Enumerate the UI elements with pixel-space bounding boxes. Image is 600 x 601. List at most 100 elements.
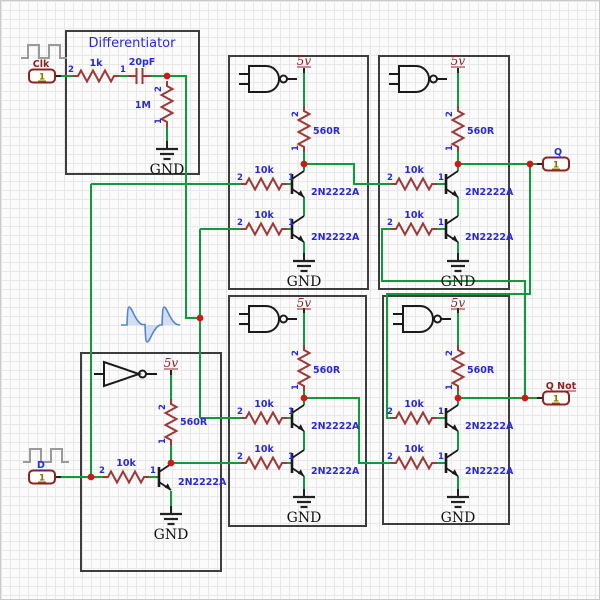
br-gnd-symbol[interactable] <box>445 487 471 509</box>
tm-rb1-value: 10k <box>254 165 274 176</box>
bm-gnd-label: GND <box>287 510 322 526</box>
bm-gnd-symbol[interactable] <box>291 487 317 509</box>
br-rb2-pin2: 2 <box>387 452 393 462</box>
q-not-port-pin: 1 <box>553 395 559 405</box>
inv-rc-value: 560R <box>180 417 208 428</box>
junction-dot <box>167 459 175 467</box>
tr-q2-label: 2N2222A <box>465 232 514 243</box>
br-resistor-10k-1[interactable] <box>390 411 438 425</box>
inv-supply-label: 5v <box>164 356 179 370</box>
differentiated-pulse-sketch <box>121 306 181 343</box>
br-supply-label: 5v <box>451 296 466 310</box>
bm-rb1-value: 10k <box>254 399 274 410</box>
bm-resistor-10k-1[interactable] <box>240 411 288 425</box>
tr-resistor-10k-1[interactable] <box>390 177 438 191</box>
wire-q-feedback[interactable] <box>386 164 531 419</box>
d-port-label: D <box>37 460 45 471</box>
inv-rc-pin2: 2 <box>158 404 168 410</box>
nand-gate-icon <box>238 65 298 93</box>
tm-q2-label: 2N2222A <box>311 232 360 243</box>
inv-transistor-2N2222A[interactable] <box>157 462 173 492</box>
tr-supply-label: 5v <box>451 54 466 68</box>
tr-transistor-q1[interactable] <box>444 169 460 199</box>
junction-dot <box>454 394 462 402</box>
differentiator-title: Differentiator <box>89 36 177 51</box>
tm-rc-pin1: 1 <box>291 145 301 151</box>
nand-bottom-right-box[interactable] <box>382 295 510 525</box>
tr-rb1-pin1: 1 <box>438 173 444 183</box>
junction-dot <box>163 72 171 80</box>
tm-supply-label: 5v <box>297 54 312 68</box>
tm-gnd-label: GND <box>287 274 322 290</box>
clock-square-wave-icon <box>20 44 68 59</box>
nand-gate-icon <box>388 65 448 93</box>
tr-rb2-value: 10k <box>404 210 424 221</box>
bm-rb1-pin2: 2 <box>237 407 243 417</box>
c1-value: 20pF <box>129 57 156 68</box>
inv-gnd-symbol[interactable] <box>158 504 184 526</box>
inv-rb-pin1: 1 <box>150 466 156 476</box>
bm-q1-label: 2N2222A <box>311 421 360 432</box>
q-port-label: Q <box>554 147 562 158</box>
nand-top-right-box[interactable] <box>378 55 510 290</box>
d-square-wave-icon <box>22 448 70 463</box>
resistor-1k[interactable] <box>72 69 120 83</box>
br-transistor-q1[interactable] <box>444 403 460 433</box>
wire-qnot-feedback[interactable] <box>381 228 526 398</box>
tm-rc-pin2: 2 <box>291 111 301 117</box>
br-rb1-value: 10k <box>404 399 424 410</box>
tr-gnd-symbol[interactable] <box>445 251 471 273</box>
br-rc-pin1: 1 <box>445 384 455 390</box>
tm-rb1-pin2: 2 <box>237 173 243 183</box>
wire-nand2-out[interactable] <box>304 397 391 464</box>
clk-port-label: Clk <box>33 59 50 70</box>
inv-rb-value: 10k <box>116 458 136 469</box>
junction-dot <box>526 160 534 168</box>
tm-resistor-10k-1[interactable] <box>240 177 288 191</box>
tm-gnd-symbol[interactable] <box>291 251 317 273</box>
br-gnd-label: GND <box>441 510 476 526</box>
nand-gate-icon <box>392 305 452 333</box>
diff-gnd-symbol[interactable] <box>154 139 180 161</box>
bm-rc-pin1: 1 <box>291 384 301 390</box>
inverter-gate-icon <box>94 360 157 388</box>
br-transistor-q2[interactable] <box>444 448 460 478</box>
q-not-port-label: Q Not <box>546 381 577 392</box>
nand-top-middle-box[interactable] <box>228 55 369 290</box>
r2-value: 1M <box>135 100 151 111</box>
junction-dot <box>300 394 308 402</box>
br-rc-value: 560R <box>467 365 495 376</box>
br-resistor-10k-2[interactable] <box>390 456 438 470</box>
r2-pin2: 2 <box>154 86 164 92</box>
inv-transistor-label: 2N2222A <box>178 477 227 488</box>
tm-rb2-pin2: 2 <box>237 218 243 228</box>
bm-rb1-pin1: 1 <box>288 407 294 417</box>
inv-resistor-10k[interactable] <box>102 470 150 484</box>
tr-resistor-10k-2[interactable] <box>390 222 438 236</box>
tr-transistor-q2[interactable] <box>444 214 460 244</box>
tr-gnd-label: GND <box>441 274 476 290</box>
tm-rb2-value: 10k <box>254 210 274 221</box>
br-rb1-pin1: 1 <box>438 407 444 417</box>
junction-dot <box>87 473 95 481</box>
d-port-pin: 1 <box>39 474 45 484</box>
bm-resistor-10k-2[interactable] <box>240 456 288 470</box>
wire-nand1-out[interactable] <box>304 163 391 185</box>
capacitor-20pF[interactable] <box>128 68 151 84</box>
tr-rb2-pin1: 1 <box>438 218 444 228</box>
tm-rb1-pin1: 1 <box>288 173 294 183</box>
bm-q2-label: 2N2222A <box>311 466 360 477</box>
nand-gate-icon <box>238 305 298 333</box>
tm-resistor-10k-2[interactable] <box>240 222 288 236</box>
tm-q1-label: 2N2222A <box>311 187 360 198</box>
junction-dot <box>521 394 529 402</box>
junction-dot <box>454 160 462 168</box>
differentiator-box[interactable] <box>65 30 200 175</box>
tr-rb1-value: 10k <box>404 165 424 176</box>
r2-pin1: 1 <box>154 118 164 124</box>
tr-rc-pin1: 1 <box>445 145 455 151</box>
diff-gnd-label: GND <box>150 162 185 178</box>
wire-diff-output[interactable] <box>151 75 200 319</box>
nand-bottom-middle-box[interactable] <box>228 295 367 527</box>
